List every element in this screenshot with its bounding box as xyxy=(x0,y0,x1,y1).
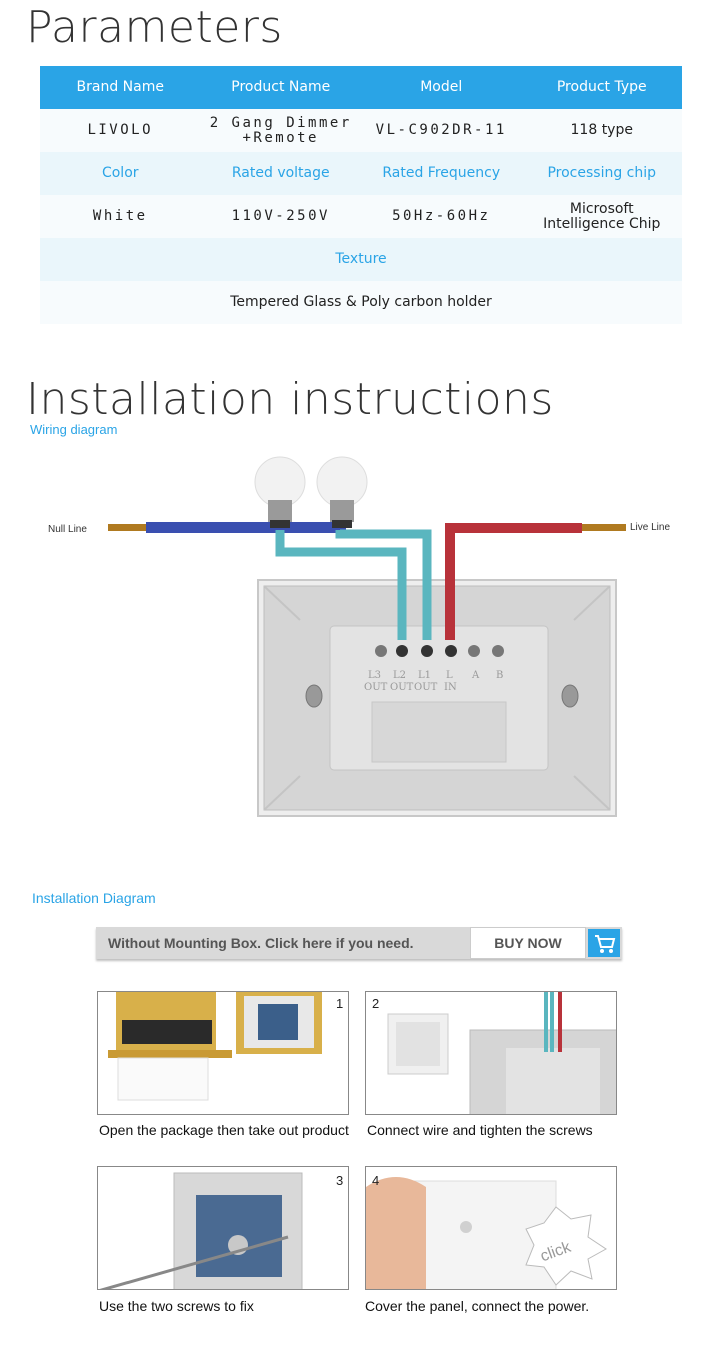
header-texture: Texture xyxy=(335,251,387,267)
table-row: LIVOLO 2 Gang Dimmer +Remote VL-C902DR-1… xyxy=(40,109,682,152)
step-1-caption: Open the package then take out product xyxy=(99,1122,349,1138)
product-type-value: 118 type xyxy=(570,122,633,138)
panel-illustration: click xyxy=(366,1177,607,1289)
terminal-screws xyxy=(375,645,504,657)
parameters-table: Brand Name Product Name Model Product Ty… xyxy=(40,66,682,324)
header-product-type: Product Type xyxy=(556,79,647,95)
table-row: White 110V-250V 50Hz-60Hz Microsoft Inte… xyxy=(40,195,682,238)
step-3-caption: Use the two screws to fix xyxy=(99,1298,254,1314)
package-illustration xyxy=(108,992,322,1101)
installation-diagram-label: Installation Diagram xyxy=(32,890,156,906)
step-2-caption: Connect wire and tighten the screws xyxy=(367,1122,593,1138)
header-product-name: Product Name xyxy=(231,79,331,95)
table-header-row: Color Rated voltage Rated Frequency Proc… xyxy=(40,152,682,195)
terminal-sub-label: OUT xyxy=(414,682,438,693)
color-value: White xyxy=(92,208,148,224)
null-line-label: Null Line xyxy=(48,524,87,535)
terminal-sub-label: OUT xyxy=(390,682,414,693)
product-name-line1: 2 Gang Dimmer xyxy=(209,114,352,131)
header-rated-frequency: Rated Frequency xyxy=(382,165,501,181)
product-name-value: 2 Gang Dimmer +Remote xyxy=(201,114,362,146)
step-3-image: 3 xyxy=(97,1166,349,1290)
bulb-icon xyxy=(254,456,306,528)
switch-backplate xyxy=(257,579,617,817)
out-wires xyxy=(275,529,432,640)
cart-icon[interactable] xyxy=(588,929,620,957)
terminal-label: L1 xyxy=(418,670,431,681)
header-rated-voltage: Rated voltage xyxy=(231,165,330,181)
header-brand-name: Brand Name xyxy=(76,79,164,95)
null-wire xyxy=(108,522,346,533)
chip-value: Microsoft Intelligence Chip xyxy=(522,200,683,232)
step-2-image: 2 xyxy=(365,991,617,1115)
step-number: 2 xyxy=(372,996,380,1011)
voltage-value: 110V-250V xyxy=(231,208,330,224)
wiring-diagram: L3 L2 L1 L A B OUT OUT OUT IN Null Line … xyxy=(48,456,670,817)
table-header-row: Texture xyxy=(40,238,682,281)
frequency-value: 50Hz-60Hz xyxy=(392,208,491,224)
mounting-box-banner[interactable]: Without Mounting Box. Click here if you … xyxy=(96,927,622,959)
terminal-sub-label: IN xyxy=(444,682,457,693)
terminal-label: L3 xyxy=(368,670,381,681)
step-4-caption: Cover the panel, connect the power. xyxy=(365,1298,590,1314)
product-name-line2: +Remote xyxy=(242,129,319,146)
terminal-sub-label: OUT xyxy=(364,682,388,693)
step-number: 4 xyxy=(372,1173,380,1188)
table-row: Tempered Glass & Poly carbon holder xyxy=(40,281,682,324)
step-number: 3 xyxy=(336,1173,344,1188)
header-model: Model xyxy=(420,79,463,95)
chip-line1: Microsoft xyxy=(569,200,634,217)
wiring-illustration xyxy=(387,992,616,1114)
live-line-label: Live Line xyxy=(630,522,670,533)
model-value: VL-C902DR-11 xyxy=(375,122,507,138)
mounting-box-text[interactable]: Without Mounting Box. Click here if you … xyxy=(108,935,414,951)
screw-illustration xyxy=(99,1172,303,1289)
step-number: 1 xyxy=(336,996,344,1011)
step-4-image: click 4 xyxy=(365,1166,617,1290)
live-wire xyxy=(445,523,626,640)
parameters-title: Parameters xyxy=(26,2,283,53)
header-processing-chip: Processing chip xyxy=(547,165,657,181)
bulb-icon xyxy=(316,456,368,528)
terminal-label: L2 xyxy=(393,670,406,681)
brand-value: LIVOLO xyxy=(87,122,154,138)
chip-line2: Intelligence Chip xyxy=(543,215,661,232)
wiring-diagram-label: Wiring diagram xyxy=(30,422,118,437)
header-color: Color xyxy=(101,165,139,181)
buy-now-button[interactable]: BUY NOW xyxy=(470,927,586,959)
step-1-image: 1 xyxy=(97,991,349,1115)
installation-title: Installation instructions xyxy=(26,374,554,425)
terminal-label: B xyxy=(496,670,503,681)
terminal-label: L xyxy=(446,670,453,681)
texture-value: Tempered Glass & Poly carbon holder xyxy=(230,294,492,310)
table-header-row: Brand Name Product Name Model Product Ty… xyxy=(40,66,682,109)
terminal-label: A xyxy=(471,670,480,681)
